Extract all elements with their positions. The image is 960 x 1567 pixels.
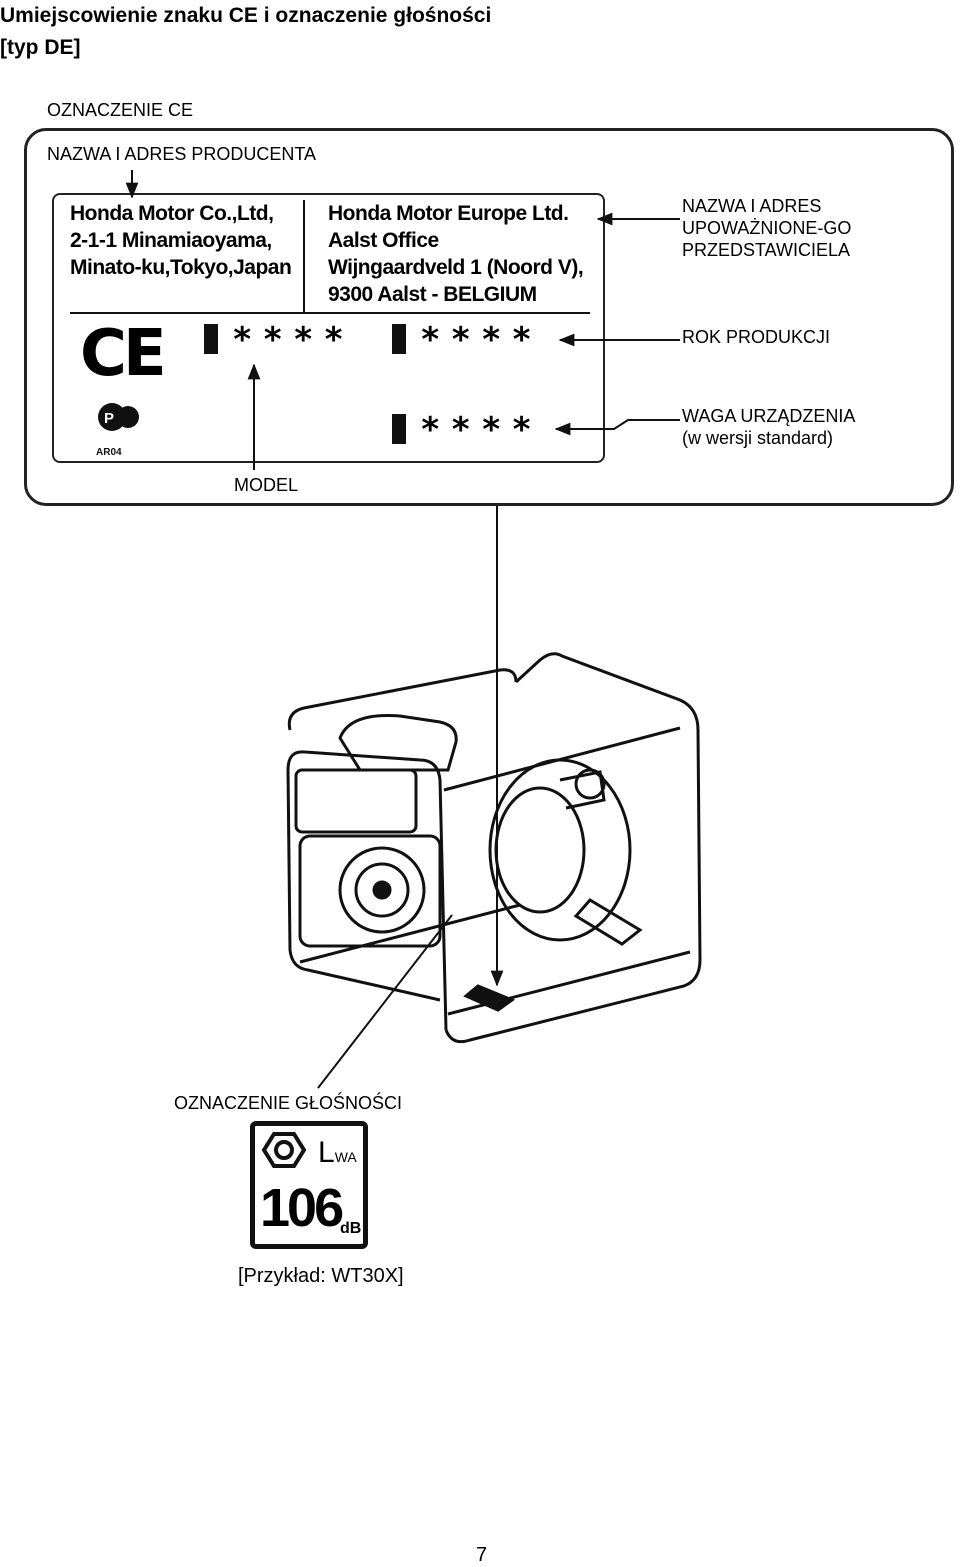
cert-code: AR04	[96, 447, 122, 458]
certification-mark-icon: P AR04	[96, 403, 139, 458]
weight-label-line-2: (w wersji standard)	[682, 428, 834, 448]
title-line-1: Umiejscowienie znaku CE i oznaczenie gło…	[0, 4, 492, 27]
ce-mark-icon: CE	[80, 317, 167, 391]
title-line-2: [typ DE]	[0, 36, 81, 59]
model-code-field: ****	[204, 322, 354, 358]
page-title: Umiejscowienie znaku CE i oznaczenie gło…	[0, 0, 491, 64]
ce-mark-label: OZNACZENIE CE	[47, 100, 194, 120]
noise-level-label	[250, 1121, 368, 1249]
manufacturer-address: Honda Motor Co.,Ltd, 2-1-1 Minamiaoyama,…	[70, 200, 292, 281]
example-caption: [Przykład: WT30X]	[238, 1265, 404, 1287]
representative-line: 9300 Aalst - BELGIUM	[328, 283, 537, 306]
noise-leader-line	[317, 914, 453, 1089]
lwa-symbol: LWA	[318, 1136, 357, 1169]
production-year-label: ROK PRODUKCJI	[682, 327, 831, 347]
lwa-subscript: WA	[334, 1149, 357, 1165]
production-year-field: ****	[392, 322, 542, 358]
weight-stars: ****	[420, 410, 542, 450]
weight-arrow	[554, 419, 680, 436]
representative-label-line-1: NAZWA I ADRES	[682, 196, 822, 216]
weight-field: ****	[392, 412, 542, 448]
rating-label-frame	[24, 128, 954, 506]
noise-unit: dB	[340, 1220, 362, 1237]
nameplate	[52, 193, 605, 463]
weight-label-line-1: WAGA URZĄDZENIA	[682, 406, 856, 426]
svg-text:P: P	[104, 410, 114, 427]
representative-line: Wijngaardveld 1 (Noord V),	[328, 256, 584, 279]
model-label: MODEL	[234, 475, 299, 495]
noise-hex-icon	[261, 1132, 307, 1168]
noise-mark-label: OZNACZENIE GŁOŚNOŚCI	[174, 1093, 403, 1113]
model-stars: ****	[232, 320, 354, 360]
representative-line: Honda Motor Europe Ltd.	[328, 202, 569, 225]
year-stars: ****	[420, 320, 542, 360]
manufacturer-line: 2-1-1 Minamiaoyama,	[70, 229, 272, 252]
representative-label-line-2: UPOWAŻNIONE-GO	[682, 218, 852, 238]
manufacturer-line: Honda Motor Co.,Ltd,	[70, 202, 274, 225]
representative-line: Aalst Office	[328, 229, 439, 252]
water-pump-illustration	[286, 652, 702, 1044]
manufacturer-label: NAZWA I ADRES PRODUCENTA	[47, 144, 317, 164]
manufacturer-line: Minato-ku,Tokyo,Japan	[70, 256, 292, 279]
page-number: 7	[476, 1544, 488, 1566]
noise-value: 106	[260, 1178, 344, 1238]
representative-address: Honda Motor Europe Ltd. Aalst Office Wij…	[328, 200, 584, 308]
representative-label-line-3: PRZEDSTAWICIELA	[682, 240, 851, 260]
